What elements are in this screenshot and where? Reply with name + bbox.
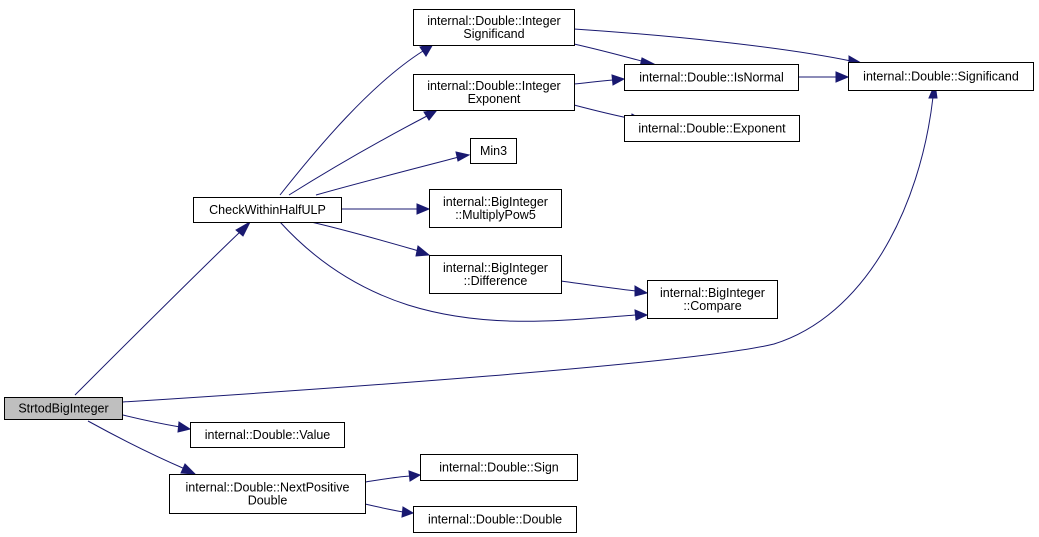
edge-line <box>74 230 242 396</box>
arrowhead-icon <box>611 74 626 86</box>
node-label: internal::Double::Value <box>205 428 331 442</box>
node-box <box>624 64 799 91</box>
edge-line <box>560 280 637 292</box>
node-layer: StrtodBigInteger CheckWithinHalfULP intern… <box>4 9 1034 533</box>
node-label: Significand <box>463 27 524 41</box>
node-mulpow5[interactable]: internal::BigInteger::MultiplyPow5 <box>429 189 562 228</box>
node-label: CheckWithinHalfULP <box>209 203 326 217</box>
edge-line <box>288 115 428 196</box>
edge-line <box>87 420 186 470</box>
node-box <box>413 74 575 111</box>
edge-check-to-min3 <box>315 151 471 196</box>
edge-intsig-to-significand <box>573 28 863 67</box>
edge-strtod-to-value <box>122 414 192 433</box>
edge-nextpos-to-sign <box>364 470 422 483</box>
arrowhead-icon <box>415 245 431 257</box>
node-box <box>193 197 342 223</box>
arrowhead-icon <box>177 421 192 433</box>
edge-strtod-to-significand <box>122 82 938 403</box>
edge-line <box>573 43 646 63</box>
node-label: ::MultiplyPow5 <box>455 208 536 222</box>
node-strtod[interactable]: StrtodBigInteger <box>4 397 123 420</box>
node-box <box>169 474 366 514</box>
node-label: internal::BigInteger <box>443 261 548 275</box>
node-isnormal[interactable]: internal::Double::IsNormal <box>624 64 799 91</box>
node-min3[interactable]: Min3 <box>470 138 517 164</box>
node-exponent[interactable]: internal::Double::Exponent <box>624 115 800 142</box>
edge-check-to-diff <box>310 221 431 257</box>
arrowhead-icon <box>634 285 649 297</box>
node-box <box>190 422 345 448</box>
arrowhead-icon <box>180 463 197 475</box>
arrowhead-icon <box>835 71 850 83</box>
node-value[interactable]: internal::Double::Value <box>190 422 345 448</box>
node-label: internal::Double::IsNormal <box>639 71 784 85</box>
edge-line <box>310 221 420 252</box>
node-label: internal::Double::Sign <box>439 461 559 475</box>
node-label: Double <box>248 494 288 508</box>
node-double[interactable]: internal::Double::Double <box>413 506 577 533</box>
node-compare[interactable]: internal::BigInteger::Compare <box>647 280 778 319</box>
edge-isnormal-to-significand <box>798 71 850 83</box>
edge-line <box>364 503 404 513</box>
edge-diff-to-compare <box>560 280 649 297</box>
node-label: ::Compare <box>683 299 741 313</box>
node-label: StrtodBigInteger <box>18 402 108 416</box>
edge-nextpos-to-double <box>364 503 415 518</box>
node-box <box>647 280 778 319</box>
arrowhead-icon <box>408 470 422 482</box>
edge-intsig-to-isnormal <box>573 43 656 68</box>
node-label: ::Difference <box>464 274 528 288</box>
edge-line <box>279 221 637 322</box>
edge-line <box>279 50 424 196</box>
node-label: internal::BigInteger <box>443 195 548 209</box>
arrowhead-icon <box>416 203 431 215</box>
node-box <box>420 454 578 481</box>
arrowhead-icon <box>455 151 471 162</box>
node-label: Min3 <box>480 144 507 158</box>
edge-check-to-mulpow5 <box>341 203 431 215</box>
node-box <box>413 9 575 46</box>
node-box <box>4 397 123 420</box>
node-diff[interactable]: internal::BigInteger::Difference <box>429 255 562 294</box>
edge-line <box>573 79 614 85</box>
node-significand[interactable]: internal::Double::Significand <box>848 62 1034 91</box>
edge-line <box>315 156 460 196</box>
edge-strtod-to-nextpos <box>87 420 197 475</box>
node-box <box>429 255 562 294</box>
node-sign[interactable]: internal::Double::Sign <box>420 454 578 481</box>
edge-line <box>573 28 852 62</box>
edge-layer <box>74 28 938 518</box>
edge-line <box>122 414 181 428</box>
edge-check-to-intsig <box>279 43 435 196</box>
edge-line <box>364 475 411 483</box>
node-label: internal::Double::Double <box>428 513 562 527</box>
arrowhead-icon <box>401 506 415 518</box>
node-check[interactable]: CheckWithinHalfULP <box>193 197 342 223</box>
node-label: Exponent <box>468 92 521 106</box>
arrowhead-icon <box>235 220 252 237</box>
node-box <box>413 506 577 533</box>
node-label: internal::Double::Significand <box>863 70 1019 84</box>
node-box <box>470 138 517 164</box>
node-box <box>429 189 562 228</box>
node-label: internal::Double::Integer <box>427 14 560 28</box>
node-label: internal::BigInteger <box>660 286 765 300</box>
edge-line <box>122 96 934 403</box>
node-label: internal::Double::NextPositive <box>186 481 350 495</box>
edge-intexp-to-isnormal <box>573 74 626 86</box>
node-label: internal::Double::Exponent <box>638 122 786 136</box>
node-box <box>624 115 800 142</box>
arrowhead-icon <box>634 309 649 321</box>
edge-strtod-to-check <box>74 220 252 396</box>
node-label: internal::Double::Integer <box>427 79 560 93</box>
edge-check-to-compare <box>279 221 649 322</box>
arrowhead-icon <box>423 109 439 121</box>
node-box <box>848 62 1034 91</box>
